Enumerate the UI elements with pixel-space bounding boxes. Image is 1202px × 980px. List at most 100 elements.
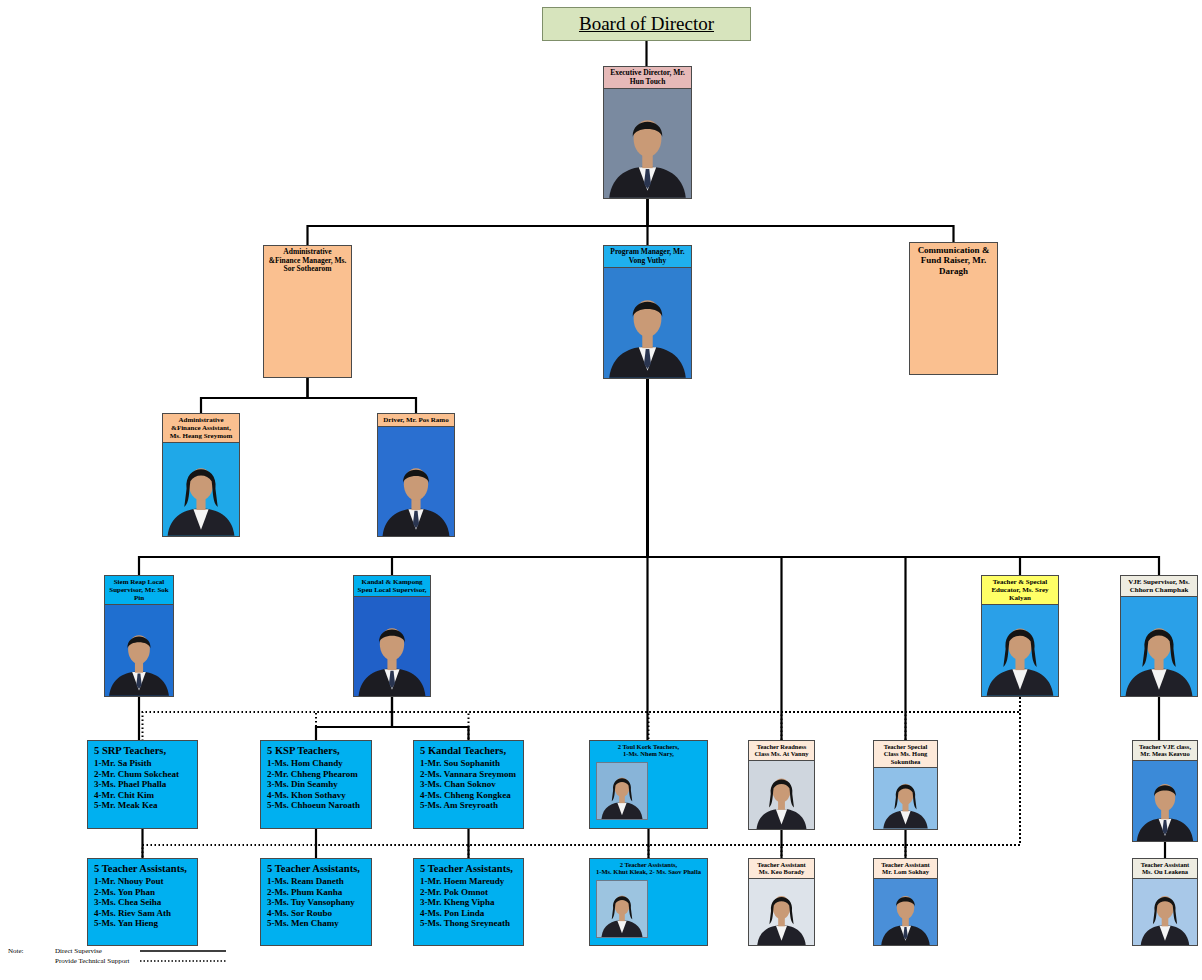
supervise-connector: [1164, 842, 1166, 858]
role-header: Teacher & Special Educator, Ms. Srey Kal…: [982, 576, 1058, 605]
support-connector: [649, 697, 1021, 740]
assistant-group-box: 5 Teacher Assistants,1-Mr. Nhouy Pout2-M…: [87, 858, 198, 946]
portrait-figure: [378, 427, 454, 536]
teacher-box: Teacher Special Class Ms. Hong Sokunthea: [873, 740, 938, 830]
role-text: Teacher Assistant Mr. Lom Sokhay: [877, 861, 934, 876]
teacher-group-box: 5 Kandal Teachers,1-Mr. Sou Sophanith2-M…: [413, 740, 524, 829]
staff-name: 1-Ms. Hom Chandy: [267, 758, 365, 769]
role-header: Program Manager, Mr. Vong Vuthy: [604, 246, 691, 268]
portrait-figure: [874, 879, 937, 945]
photo-frame: [874, 879, 937, 945]
role-text: Administrative &Finance Assistant, Ms. H…: [166, 416, 236, 440]
photo-frame: [874, 768, 937, 829]
assistant-box: Teacher Assistant Mr. Lom Sokhay: [873, 858, 938, 946]
name-list: 5 Teacher Assistants,1-Mr. Hoem Mareudy2…: [414, 859, 523, 933]
support-connector: [316, 697, 1020, 858]
role-text: VJE Supervisor, Ms. Chhorn Champhak: [1124, 578, 1194, 594]
staff-name: 3-Ms. Chea Seiha: [94, 897, 191, 908]
staff-name: 2-Mr. Chum Sokcheat: [94, 769, 191, 780]
teacher-group-box: 2 Toul Kork Teachers,1-Ms. Nhem Nary,: [589, 740, 708, 829]
staff-name: 5-Ms. Chhoeun Naroath: [267, 800, 365, 811]
supervise-connector: [1158, 697, 1160, 740]
staff-name: 4-Ms. Sor Roubo: [267, 908, 365, 919]
teacher-box: Teacher Readness Class Ms. At Vanny: [748, 740, 815, 830]
portrait-figure: [354, 597, 430, 696]
photo-frame: [749, 879, 814, 945]
supervise-connector: [648, 379, 1021, 575]
note-label: Note:: [8, 946, 24, 956]
role-text: Teacher Assistant Ms. Ou Leakena: [1136, 861, 1194, 876]
staff-name: 4-Ms. Riev Sam Ath: [94, 908, 191, 919]
supervise-connector: [139, 379, 648, 575]
portrait-figure: [597, 881, 647, 937]
staff-name: 1-Mr. Sa Pisith: [94, 758, 191, 769]
portrait-figure: [604, 89, 691, 198]
role-header: Administrative &Finance Manager, Ms. Sor…: [264, 246, 351, 276]
role-header: 2 Teacher Assistants,1-Ms. Khut Kleak, 2…: [590, 859, 707, 878]
manager-box: Communication & Fund Raiser, Mr. Daragh: [909, 242, 998, 375]
portrait-figure: [597, 763, 647, 819]
assistant-box: Teacher Assistant Ms. Keo Borady: [748, 858, 815, 946]
staff-name: 1-Ms. Ream Daneth: [267, 876, 365, 887]
role-text: Teacher VJE class, Mr. Meas Keavuo: [1136, 743, 1194, 758]
photo-frame: [163, 443, 239, 536]
staff-name: 4-Ms. Khon Sothavy: [267, 790, 365, 801]
staff-name: 3-Mr. Kheng Vipha: [420, 897, 517, 908]
role-header: Teacher Assistant Mr. Lom Sokhay: [874, 859, 937, 879]
group-title: 5 Teacher Assistants,: [94, 863, 191, 875]
staff-name: 5-Ms. Am Sreyroath: [420, 800, 517, 811]
supervise-connector: [201, 378, 308, 413]
legend-line-sample: [139, 958, 227, 964]
portrait-figure: [749, 879, 814, 945]
photo-frame: [604, 268, 691, 378]
supervise-connector: [648, 379, 906, 740]
portrait-figure: [105, 605, 173, 696]
role-header: 2 Toul Kork Teachers,1-Ms. Nhem Nary,: [590, 741, 707, 760]
role-header: Kandal & Kampong Speu Local Supervisor,: [354, 576, 430, 597]
supervise-connector: [316, 697, 392, 740]
assistant-group-box: 2 Teacher Assistants,1-Ms. Khut Kleak, 2…: [589, 858, 708, 946]
portrait-figure: [1133, 761, 1197, 841]
staff-name: 1-Mr. Nhouy Pout: [94, 876, 191, 887]
portrait-figure: [1133, 879, 1197, 945]
portrait-figure: [604, 268, 691, 378]
group-title: 5 SRP Teachers,: [94, 745, 191, 757]
role-text: Executive Director, Mr. Hun Touch: [607, 69, 688, 86]
staff-name: 1-Mr. Hoem Mareudy: [420, 876, 517, 887]
support-connector: [906, 697, 1021, 740]
role-header: Teacher Special Class Ms. Hong Sokunthea: [874, 741, 937, 768]
photo-frame: [1121, 597, 1197, 696]
group-title: 5 Teacher Assistants,: [420, 863, 517, 875]
supervise-connector: [648, 199, 954, 242]
role-text: Teacher & Special Educator, Ms. Srey Kal…: [985, 578, 1055, 602]
staff-name: 5-Ms. Yan Hieng: [94, 918, 191, 929]
portrait-figure: [1121, 597, 1197, 696]
portrait-figure: [749, 761, 814, 829]
photo-frame: [1133, 761, 1197, 841]
role-text: Kandal & Kampong Speu Local Supervisor,: [357, 578, 427, 594]
name-list: 5 Teacher Assistants,1-Mr. Nhouy Pout2-M…: [88, 859, 197, 933]
role-text: 2 Toul Kork Teachers,: [593, 743, 704, 750]
support-connector: [469, 697, 1021, 858]
assistant-group-box: 5 Teacher Assistants,1-Mr. Hoem Mareudy2…: [413, 858, 524, 946]
photo-frame: [596, 880, 648, 938]
legend-row: Provide Technical Support: [55, 956, 227, 966]
photo-frame: [378, 427, 454, 536]
photo-frame: [1133, 879, 1197, 945]
role-text: Teacher Readness Class Ms. At Vanny: [752, 743, 811, 758]
group-title: 5 KSP Teachers,: [267, 745, 365, 757]
staff-name: 2-Ms. Yon Phan: [94, 887, 191, 898]
supervisor-box: Kandal & Kampong Speu Local Supervisor,: [353, 575, 431, 697]
staff-name: 1-Mr. Sou Sophanith: [420, 758, 517, 769]
name-list: 5 KSP Teachers,1-Ms. Hom Chandy2-Mr. Chh…: [261, 741, 371, 815]
name-list: 5 Kandal Teachers,1-Mr. Sou Sophanith2-M…: [414, 741, 523, 815]
supervise-connector: [780, 830, 782, 858]
portrait-figure: [163, 443, 239, 536]
role-header: Teacher Assistant Ms. Keo Borady: [749, 859, 814, 879]
role-text: 1-Ms. Khut Kleak, 2- Ms. Saov Phalla: [593, 868, 704, 875]
role-header: Teacher Readness Class Ms. At Vanny: [749, 741, 814, 761]
role-text: Siem Reap Local Supervisor, Mr. Sok Pin: [108, 578, 170, 602]
staff-name: 3-Ms. Din Seamhy: [267, 779, 365, 790]
staff-name: 5-Ms. Thong Sreyneath: [420, 918, 517, 929]
